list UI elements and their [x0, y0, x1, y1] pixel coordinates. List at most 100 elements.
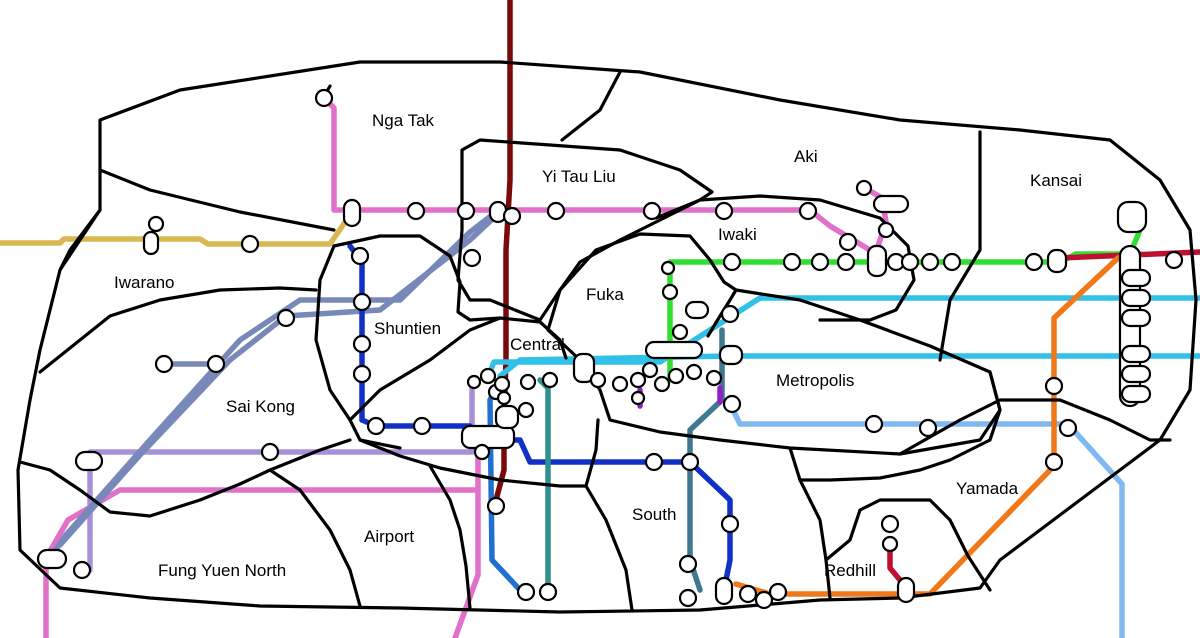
- station[interactable]: [611, 375, 629, 393]
- station[interactable]: [722, 252, 742, 272]
- station[interactable]: [74, 450, 104, 472]
- station[interactable]: [667, 367, 685, 385]
- station[interactable]: [720, 304, 740, 324]
- station[interactable]: [738, 584, 758, 604]
- station[interactable]: [494, 404, 520, 430]
- station[interactable]: [942, 252, 962, 272]
- cyan-line-lower[interactable]: [497, 353, 1200, 379]
- station[interactable]: [462, 248, 482, 268]
- station[interactable]: [671, 323, 689, 341]
- station[interactable]: [864, 414, 884, 434]
- station[interactable]: [768, 582, 788, 602]
- station[interactable]: [276, 308, 296, 328]
- station[interactable]: [1058, 418, 1078, 438]
- station[interactable]: [546, 201, 566, 221]
- station[interactable]: [1120, 288, 1152, 308]
- station[interactable]: [406, 201, 426, 221]
- station[interactable]: [479, 367, 497, 385]
- station[interactable]: [456, 201, 476, 221]
- station[interactable]: [877, 221, 895, 239]
- station[interactable]: [1120, 308, 1152, 328]
- station[interactable]: [460, 424, 516, 450]
- station[interactable]: [678, 554, 698, 574]
- station[interactable]: [642, 201, 662, 221]
- station[interactable]: [240, 234, 260, 254]
- station[interactable]: [314, 88, 334, 108]
- station[interactable]: [519, 373, 537, 391]
- station[interactable]: [644, 452, 664, 472]
- station[interactable]: [1044, 452, 1064, 472]
- station[interactable]: [473, 443, 491, 461]
- station[interactable]: [629, 371, 647, 389]
- slate-line-b[interactable]: [57, 209, 503, 548]
- station[interactable]: [641, 361, 659, 379]
- station[interactable]: [493, 375, 511, 393]
- slate-line-a[interactable]: [47, 212, 495, 561]
- station[interactable]: [720, 514, 740, 534]
- station[interactable]: [1120, 384, 1152, 404]
- station[interactable]: [714, 201, 734, 221]
- station[interactable]: [900, 252, 920, 272]
- station[interactable]: [920, 252, 940, 272]
- station[interactable]: [661, 283, 679, 301]
- station[interactable]: [412, 416, 432, 436]
- station[interactable]: [352, 364, 372, 384]
- station[interactable]: [836, 252, 856, 272]
- station[interactable]: [678, 588, 698, 608]
- pink-line-south-branch[interactable]: [452, 487, 481, 638]
- station[interactable]: [260, 442, 280, 462]
- station[interactable]: [486, 496, 506, 516]
- station[interactable]: [366, 416, 386, 436]
- station[interactable]: [660, 260, 676, 276]
- station[interactable]: [810, 252, 830, 272]
- cyan-line-upper[interactable]: [487, 295, 1200, 375]
- gold-line[interactable]: [0, 209, 355, 247]
- station[interactable]: [1120, 364, 1152, 384]
- station[interactable]: [517, 401, 535, 419]
- station[interactable]: [350, 246, 370, 266]
- station[interactable]: [782, 252, 802, 272]
- station[interactable]: [1044, 376, 1064, 396]
- station[interactable]: [718, 344, 744, 366]
- station[interactable]: [685, 363, 703, 381]
- station[interactable]: [881, 535, 899, 553]
- station[interactable]: [572, 352, 596, 384]
- station[interactable]: [147, 215, 165, 233]
- station[interactable]: [705, 369, 723, 387]
- station[interactable]: [154, 354, 174, 374]
- station[interactable]: [502, 206, 522, 226]
- station[interactable]: [541, 371, 559, 389]
- station[interactable]: [1120, 344, 1152, 364]
- station[interactable]: [680, 452, 700, 472]
- station[interactable]: [142, 230, 160, 256]
- station[interactable]: [644, 340, 704, 360]
- station[interactable]: [722, 394, 742, 414]
- station[interactable]: [72, 560, 92, 580]
- station[interactable]: [342, 198, 362, 228]
- station[interactable]: [754, 590, 774, 610]
- station[interactable]: [1046, 248, 1068, 274]
- station[interactable]: [36, 548, 68, 570]
- station[interactable]: [918, 418, 938, 438]
- station[interactable]: [496, 390, 512, 406]
- station[interactable]: [352, 292, 372, 312]
- station[interactable]: [866, 244, 888, 278]
- station[interactable]: [352, 334, 372, 354]
- station[interactable]: [872, 194, 910, 214]
- station[interactable]: [798, 201, 818, 221]
- station[interactable]: [1024, 252, 1044, 272]
- station[interactable]: [684, 300, 710, 320]
- station[interactable]: [855, 179, 873, 197]
- station[interactable]: [589, 371, 607, 389]
- station[interactable]: [206, 354, 226, 374]
- station[interactable]: [1116, 200, 1148, 234]
- station[interactable]: [466, 374, 482, 390]
- station[interactable]: [880, 514, 900, 534]
- station[interactable]: [516, 582, 536, 602]
- station[interactable]: [1120, 268, 1152, 288]
- station[interactable]: [896, 576, 916, 604]
- station[interactable]: [653, 375, 671, 393]
- station[interactable]: [1164, 250, 1184, 270]
- station[interactable]: [538, 582, 558, 602]
- station[interactable]: [714, 576, 734, 606]
